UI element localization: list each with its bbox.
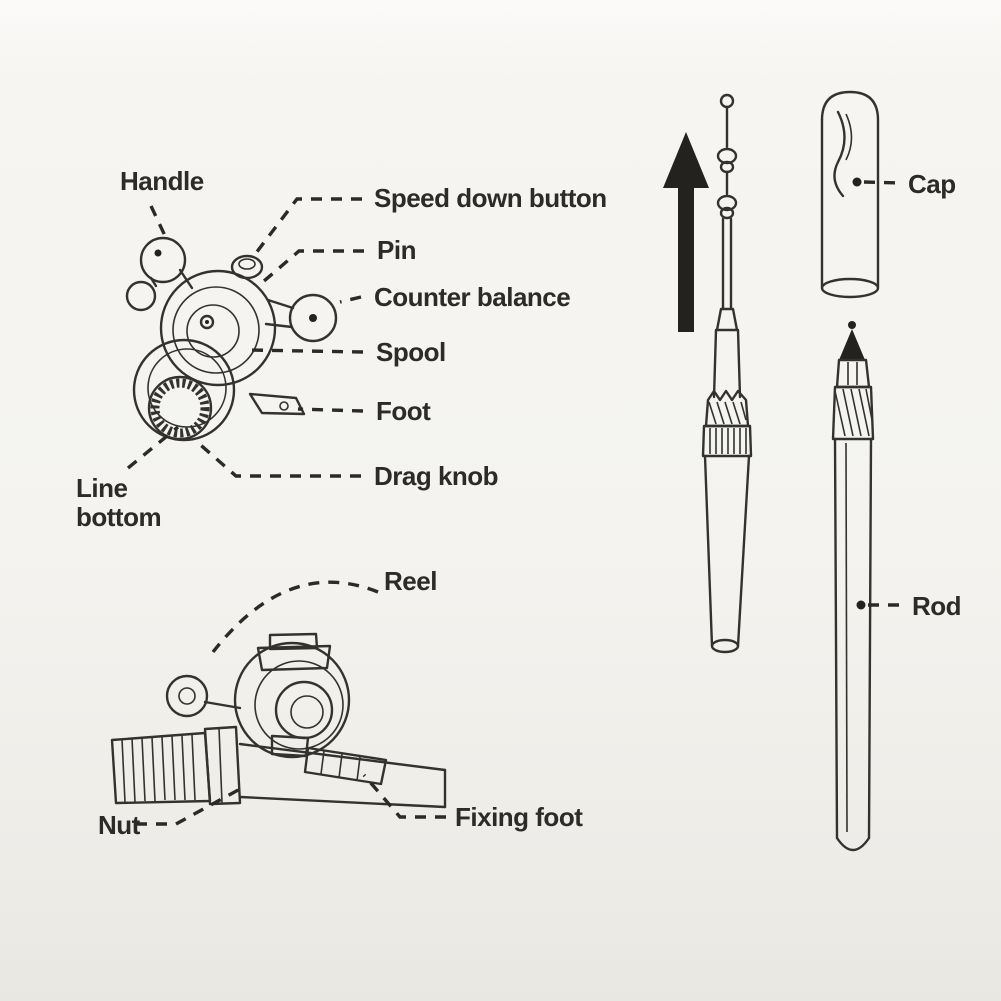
leader-lines: [126, 177, 906, 826]
label-counter-balance: Counter balance: [374, 282, 571, 312]
fixing-foot-leader: [362, 773, 446, 819]
cap-drawing: [820, 90, 880, 299]
label-handle: Handle: [120, 166, 204, 196]
rod-anchor-dot: [856, 600, 866, 610]
label-speed-down-button: Speed down button: [374, 183, 607, 213]
drag-knob-leader: [194, 439, 361, 478]
label-line-bottom: Line bottom: [76, 473, 162, 533]
label-fixing-foot: Fixing foot: [455, 802, 583, 832]
reel-parts-diagram: [125, 236, 338, 442]
cap-leader: [863, 180, 902, 185]
rod-body-drawing: [831, 321, 875, 852]
telescopic-rod-drawing: [663, 93, 753, 654]
label-pin: Pin: [377, 235, 416, 265]
line-bottom-leader: [126, 425, 180, 470]
pin-leader: [262, 249, 364, 283]
label-spool: Spool: [376, 337, 446, 367]
up-arrow-icon: [663, 132, 709, 332]
label-foot: Foot: [376, 396, 431, 426]
label-nut: Nut: [98, 810, 140, 840]
spool-leader: [247, 348, 364, 354]
reel-leader: [211, 580, 379, 654]
label-reel: Reel: [384, 566, 437, 596]
counter-balance-leader: [339, 295, 362, 304]
label-drag-knob: Drag knob: [374, 461, 499, 491]
speed-down-button-leader: [251, 197, 362, 259]
label-rod: Rod: [912, 591, 962, 621]
nut-leader: [136, 787, 241, 826]
cap-anchor-dot: [852, 177, 862, 187]
label-cap: Cap: [908, 169, 956, 199]
reel-assembled-diagram: [110, 632, 447, 809]
foot-leader: [297, 407, 364, 413]
handle-leader: [149, 205, 169, 241]
